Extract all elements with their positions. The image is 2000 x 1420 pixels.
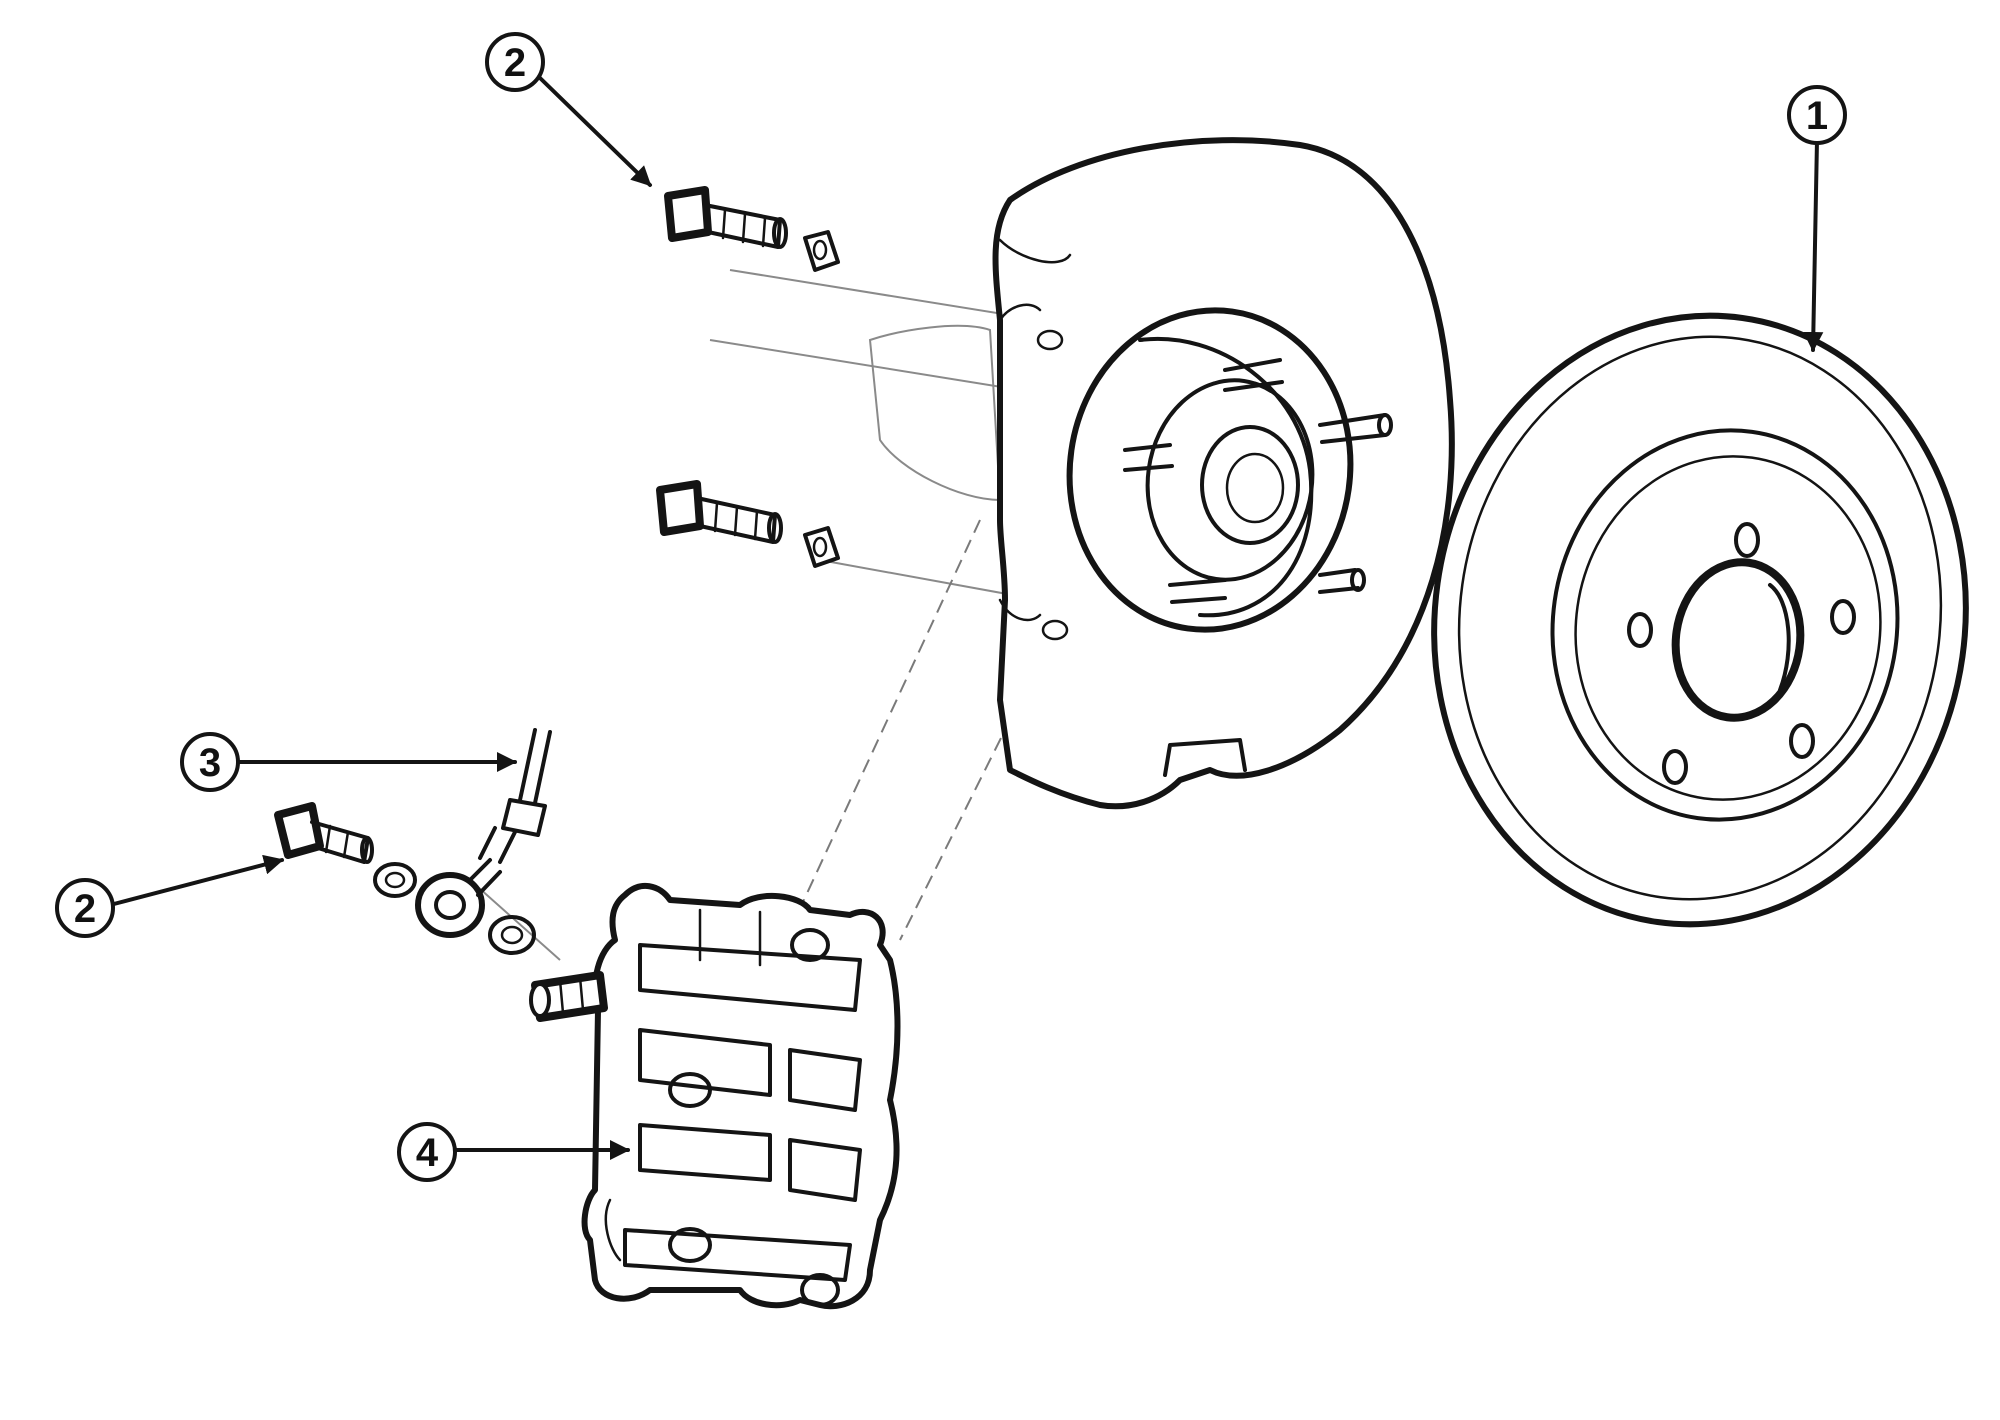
callout-1: 1 [1787,85,1847,145]
caliper-bleed-nipple [529,971,608,1022]
sealing-washer-caliper [488,915,536,955]
banjo-bolt-lower [274,802,374,864]
wheel-studs [1123,358,1393,604]
sealing-washer-lower [373,862,417,898]
svg-text:1: 1 [1806,94,1828,138]
callout-4: 4 [397,1122,457,1182]
svg-text:4: 4 [416,1131,439,1175]
brake-hose [415,728,552,938]
svg-text:2: 2 [504,41,526,85]
mounting-bolt-middle [656,480,783,544]
callout-2-lower: 2 [55,878,115,938]
washer-upper [803,230,840,272]
alignment-guide-lines [469,269,1061,961]
callout-leaders [108,76,1824,1160]
svg-text:2: 2 [74,887,96,931]
svg-text:3: 3 [199,741,221,785]
brake-disc [1431,312,1969,928]
wheel-hub [1066,307,1393,633]
disc-stud-holes [1627,522,1856,785]
callout-2-upper: 2 [485,32,545,92]
brake-caliper [581,883,901,1310]
washer-middle [803,526,840,568]
callout-3: 3 [180,732,240,792]
dust-shield-backing-plate [992,137,1455,810]
mounting-bolt-upper [664,186,788,249]
